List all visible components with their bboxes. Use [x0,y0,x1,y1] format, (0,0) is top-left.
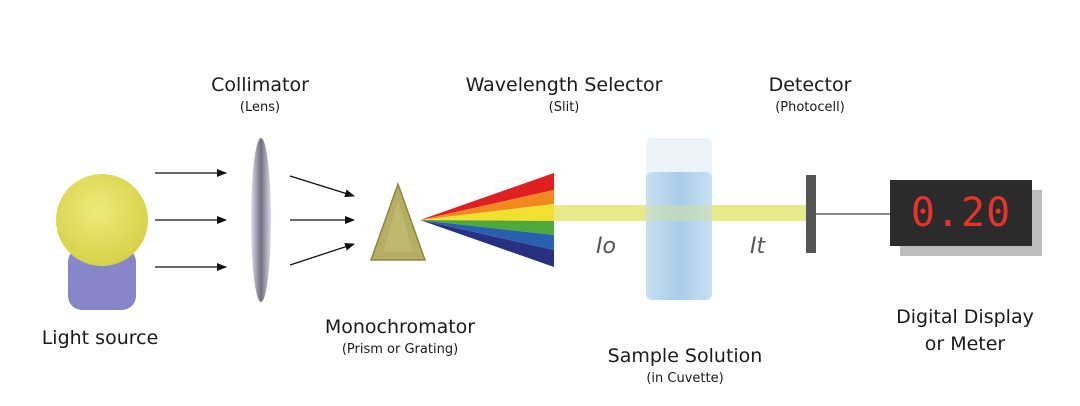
transmitted-intensity-label: It [750,234,766,259]
incident-intensity-label: Io [596,234,616,259]
collimator-sublabel: (Lens) [239,100,281,115]
detector-photocell [806,175,816,253]
display-reading: 0.20 [910,190,1012,236]
monochromator-sublabel: (Prism or Grating) [341,342,459,357]
bulb-base [68,248,136,310]
bulb [56,174,148,266]
spectrum-red [420,173,554,220]
prism-face [383,200,413,252]
arrow [289,243,355,266]
incoming-arrows [155,169,227,271]
display-label-line1: Digital Display [896,306,1034,328]
arrow [289,175,355,198]
digital-display [890,180,1032,246]
spectrum-yellow [420,204,554,221]
light-source [56,174,148,310]
sample-solution-sublabel: (in Cuvette) [646,371,724,386]
spectrum-fan [420,173,554,267]
wavelength-selector-label: Wavelength Selector [465,74,663,96]
collimator-lens [251,138,271,302]
converging-arrows [289,175,355,266]
cuvette-solution [646,172,712,300]
wavelength-selector-sublabel: (Slit) [548,100,580,115]
display-label-line2: or Meter [924,333,1006,355]
detector-label: Detector [768,74,852,96]
spectrum-orange [420,190,554,220]
detector-sublabel: (Photocell) [775,100,845,115]
beam-through-cuvette [646,205,712,221]
cuvette [646,138,712,300]
light-source-label: Light source [41,327,159,349]
sample-solution-label: Sample Solution [607,345,763,367]
collimator-label: Collimator [211,74,309,96]
monochromator-label: Monochromator [324,316,476,338]
spectrum-indigo [420,220,554,267]
